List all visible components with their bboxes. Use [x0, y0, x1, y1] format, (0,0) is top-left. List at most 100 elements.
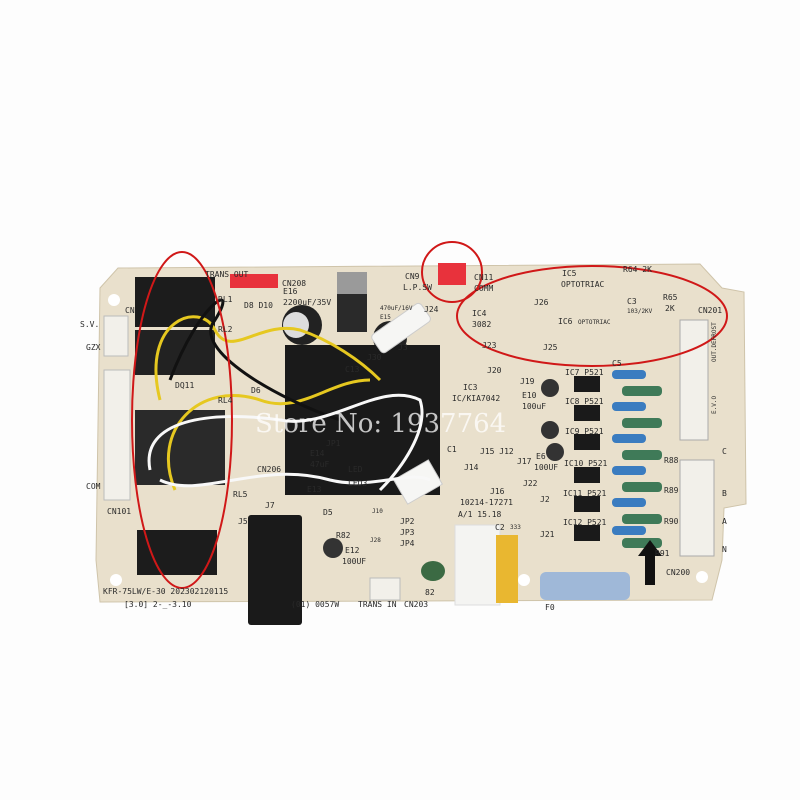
label-e13: E13 — [307, 485, 322, 494]
label-comm: COMM — [474, 284, 493, 293]
label-d6: D6 — [251, 386, 261, 395]
label-cn203: CN203 — [404, 600, 428, 609]
label-cn201: CN201 — [698, 306, 722, 315]
label-out-defrost: OUT.DEFROST — [711, 322, 718, 362]
label-gzx: GZX — [86, 343, 101, 352]
label-r91: R91 — [655, 549, 670, 558]
connector-cn201 — [679, 319, 709, 441]
label-j5: J5 — [238, 517, 248, 526]
label-part: (01) 0057W — [291, 600, 339, 609]
label-com: COM — [86, 482, 101, 491]
label-j20: J20 — [487, 366, 502, 375]
label-j3: J3 — [398, 343, 408, 352]
label-j21: J21 — [540, 530, 555, 539]
label-j2: J2 — [540, 495, 550, 504]
label-ic3-value: IC/KIA7042 — [452, 394, 500, 403]
label-ic4-value: 3082 — [472, 320, 491, 329]
label-j23: J23 — [482, 341, 497, 350]
label-optotriac-1: OPTOTRIAC — [561, 280, 605, 289]
label-c1: C1 — [447, 445, 457, 454]
wire-harness — [147, 298, 431, 492]
resistor-group — [612, 370, 662, 548]
connector-cn208 — [230, 274, 278, 288]
connector-cn9 — [438, 263, 466, 285]
label-r88: R88 — [664, 456, 679, 465]
label-cn9: CN9 — [405, 272, 420, 281]
label-c5: C5 — [612, 359, 622, 368]
label-led3: LED3 — [348, 479, 367, 488]
label-j30: J30 — [367, 353, 382, 362]
varistor — [454, 524, 501, 606]
mounting-hole — [108, 294, 120, 306]
mounting-hole — [696, 571, 708, 583]
label-e10: E10 — [522, 391, 537, 400]
label-e12-value: 100UF — [342, 557, 366, 566]
capacitor-top — [283, 312, 309, 338]
label-e14: E14 — [310, 449, 325, 458]
label-r64: R64 2K — [623, 265, 652, 274]
voltage-regulator — [337, 292, 367, 332]
label-c13: C13 — [345, 365, 360, 374]
label-evo: E.V.O — [711, 396, 718, 414]
label-date-code: A/1 15.18 — [458, 510, 502, 519]
annotation-circle-relays — [131, 251, 233, 589]
label-trans-out: TRANS OUT — [205, 270, 249, 279]
label-e14-value: 47uF — [310, 460, 329, 469]
annotation-circle-optotriac — [456, 265, 728, 367]
label-led: LED — [348, 465, 363, 474]
label-optotriac-2: OPTOTRIAC — [578, 319, 611, 326]
label-jp1: JP1 — [326, 439, 341, 448]
capacitor-e12 — [323, 538, 343, 558]
label-version: [3.0] 2-_-3.10 — [124, 600, 192, 609]
label-j19: J19 — [520, 377, 535, 386]
connector-cn203 — [369, 577, 401, 601]
label-n: N — [722, 545, 727, 554]
label-r65-value: 2K — [665, 304, 675, 313]
optocoupler-group — [574, 376, 600, 541]
label-jp3: JP3 — [400, 528, 415, 537]
label-ic5: IC5 — [562, 269, 577, 278]
label-cn206: CN206 — [257, 465, 281, 474]
wire-plug — [392, 459, 444, 505]
label-r82: R82 — [336, 531, 351, 540]
label-e16: E16 — [283, 287, 298, 296]
label-rl4: RL4 — [218, 396, 233, 405]
label-ic6: IC6 — [558, 317, 573, 326]
label-j28: J28 — [370, 537, 381, 544]
label-j16: J16 — [490, 487, 505, 496]
label-cn208: CN208 — [282, 279, 306, 288]
connector-sv — [103, 315, 129, 357]
label-e15: E15 — [380, 314, 391, 321]
label-jp4: JP4 — [400, 539, 415, 548]
thermistor — [421, 561, 445, 581]
label-e16-value: 2200uF/35V — [283, 298, 331, 307]
label-b: B — [722, 489, 727, 498]
store-watermark: Store No: 1937764 — [255, 409, 506, 439]
label-ic11: IC11 P521 — [563, 489, 607, 498]
label-rl2: RL2 — [218, 325, 233, 334]
label-ic8: IC8 P521 — [565, 397, 604, 406]
annotation-circle-cn9 — [421, 241, 483, 303]
capacitor-c2 — [496, 535, 518, 603]
label-c3: C3 — [627, 297, 637, 306]
label-c2: C2 — [495, 523, 505, 532]
label-model: KFR-75LW/E-30 202302120115 — [103, 587, 228, 596]
label-e6-value: 100UF — [534, 463, 558, 472]
label-trans-in: TRANS IN — [358, 600, 397, 609]
label-lpsw: L.P.SW — [403, 283, 432, 292]
label-r90: R90 — [664, 517, 679, 526]
label-e6: E6 — [536, 452, 546, 461]
label-cn101: CN101 — [107, 507, 131, 516]
label-j15-j12: J15 J12 — [480, 447, 514, 456]
label-ic12: IC12 P521 — [563, 518, 607, 527]
label-e10-value: 100uF — [522, 402, 546, 411]
label-j7: J7 — [265, 501, 275, 510]
label-j26: J26 — [534, 298, 549, 307]
label-c2-value: 333 — [510, 524, 521, 531]
wire-plug — [371, 302, 431, 354]
label-rl1: RL1 — [218, 295, 233, 304]
connector-cn200 — [679, 459, 715, 557]
label-r89: R89 — [664, 486, 679, 495]
arrow-marking — [638, 540, 662, 585]
